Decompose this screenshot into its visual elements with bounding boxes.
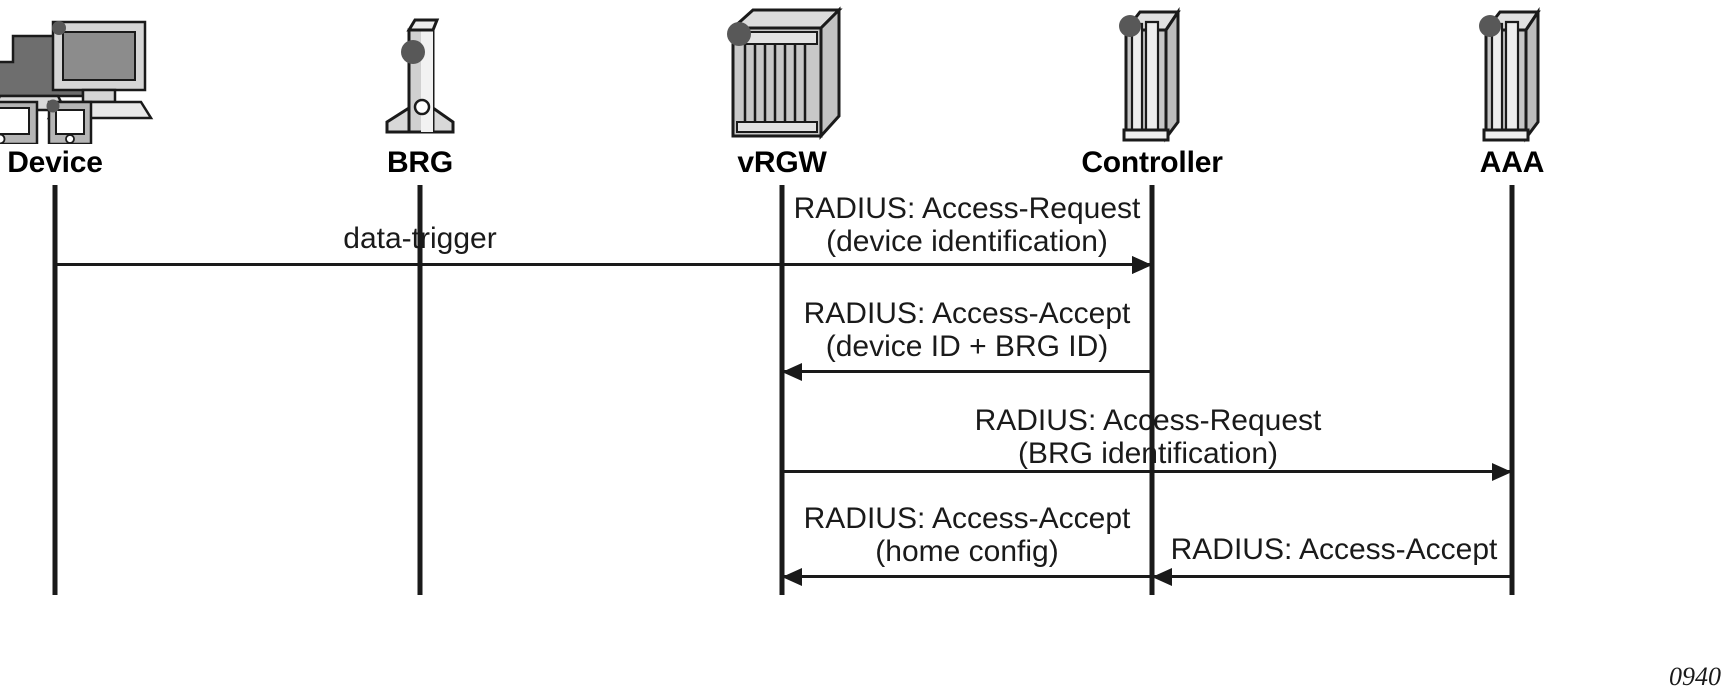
lifeline-aaa (1509, 185, 1515, 595)
message-line-1: RADIUS: Access-Accept (803, 297, 1131, 330)
message-label-access-accept-home-config: RADIUS: Access-Accept (home config) (767, 502, 1167, 568)
actor-device: Device (0, 0, 175, 180)
arrow-head-icon (782, 362, 802, 381)
message-label-access-accept-device-brg: RADIUS: Access-Accept (device ID + BRG I… (757, 297, 1177, 363)
figure-id: 0940 (1669, 662, 1721, 691)
message-line-2: (device identification) (826, 225, 1108, 258)
actor-label-controller: Controller (1081, 146, 1223, 179)
lifeline-brg (417, 185, 423, 595)
message-arrow-access-request-brg (782, 470, 1512, 473)
message-line-1: RADIUS: Access-Accept (803, 502, 1131, 535)
actor-label-brg: BRG (386, 146, 454, 179)
message-label-access-request-device: RADIUS: Access-Request (device identific… (757, 192, 1177, 258)
actor-label-vrgw: vRGW (737, 146, 827, 179)
rack-cabinet-icon (1392, 4, 1632, 144)
message-line-1: RADIUS: Access-Request (974, 404, 1322, 437)
brg-tower-icon (300, 4, 540, 144)
message-line-2: (BRG identification) (1017, 437, 1279, 470)
arrow-head-icon (1152, 567, 1172, 586)
arrow-head-icon (1492, 462, 1512, 481)
rack-cabinet-icon (1032, 4, 1272, 144)
lifeline-controller (1149, 185, 1155, 595)
message-label-access-accept-aaa: RADIUS: Access-Accept (1134, 533, 1534, 566)
message-label-access-request-brg: RADIUS: Access-Request (BRG identificati… (938, 404, 1358, 470)
message-arrow-access-accept-device-brg (782, 370, 1152, 373)
actor-label-device: Device (7, 146, 103, 179)
message-arrow-access-request-device (782, 263, 1152, 266)
vrgw-chassis-icon (662, 4, 902, 144)
message-line-2: (home config) (875, 535, 1059, 568)
actor-vrgw: vRGW (662, 0, 902, 180)
message-arrow-access-accept-aaa (1152, 575, 1512, 578)
message-arrow-access-accept-home-config (782, 575, 1152, 578)
message-line-1: RADIUS: Access-Accept (1170, 533, 1498, 566)
device-cluster-icon (0, 4, 175, 144)
message-label-data-trigger: data-trigger (210, 222, 630, 255)
actor-aaa: AAA (1392, 0, 1632, 180)
lifeline-vrgw (779, 185, 785, 595)
actor-label-aaa: AAA (1479, 146, 1545, 179)
lifeline-device (52, 185, 58, 595)
arrow-head-icon (1132, 255, 1152, 274)
actor-controller: Controller (1032, 0, 1272, 180)
actor-brg: BRG (300, 0, 540, 180)
message-line-1: data-trigger (343, 222, 497, 255)
message-arrow-data-trigger (55, 263, 1152, 266)
arrow-head-icon (782, 567, 802, 586)
message-line-2: (device ID + BRG ID) (825, 330, 1109, 363)
message-line-1: RADIUS: Access-Request (793, 192, 1141, 225)
